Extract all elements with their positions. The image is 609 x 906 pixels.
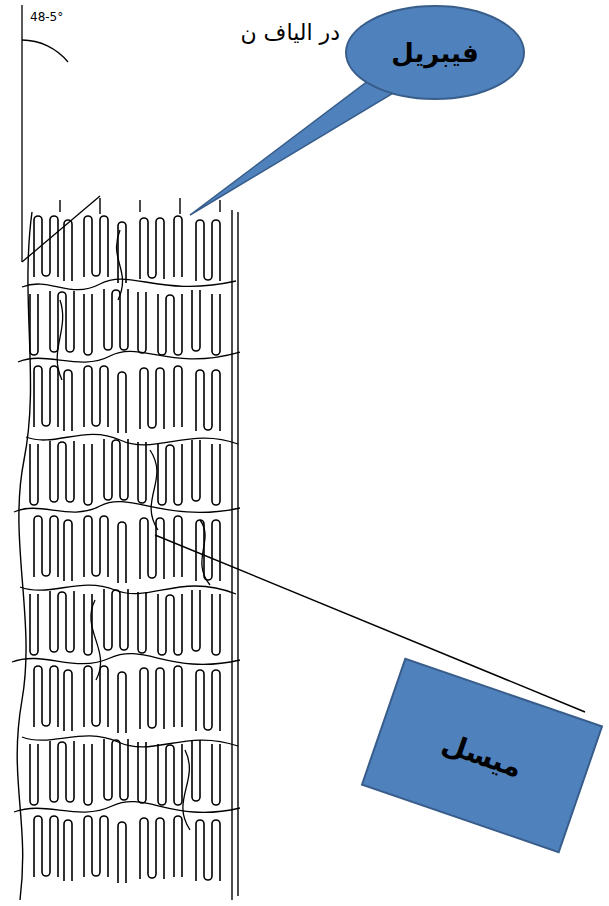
leader-line	[155, 535, 585, 712]
fiber-edges	[17, 198, 238, 900]
heading-fragment: در الیاف ن	[240, 20, 340, 45]
angle-label: 48-5°	[30, 10, 63, 24]
callout-bubble: فیبریل	[345, 5, 525, 100]
callout-tail	[190, 78, 395, 215]
callout-box: میسل	[361, 657, 604, 853]
callout-text: فیبریل	[391, 38, 478, 68]
tie-molecules	[12, 230, 240, 830]
